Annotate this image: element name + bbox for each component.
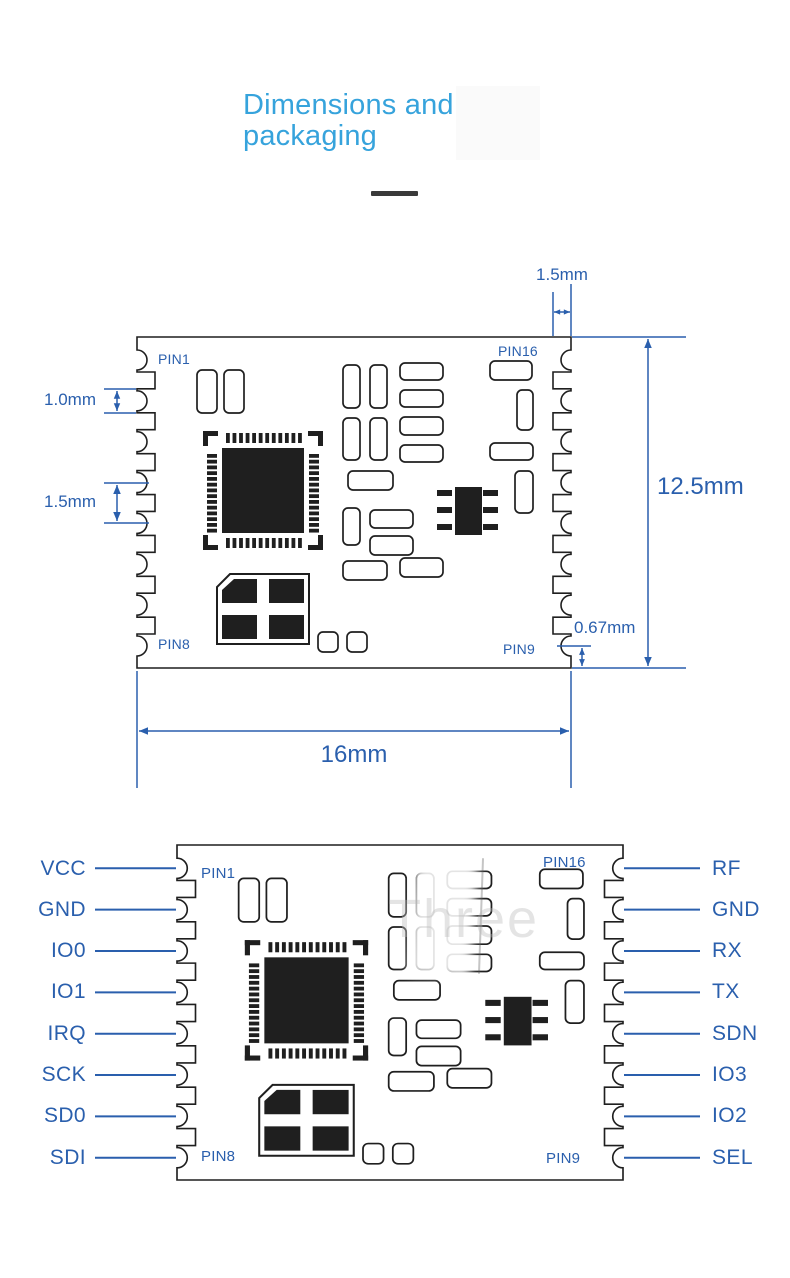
faint-background-artifact: [456, 86, 540, 160]
top-module-pin16-label: PIN16: [498, 343, 538, 359]
bottom-module-pin16-label: PIN16: [543, 854, 586, 871]
pin-label-tx: TX: [712, 980, 740, 1003]
pin-label-irq: IRQ: [47, 1022, 86, 1045]
dim-top-pad-inset-label: 1.5mm: [536, 265, 588, 284]
top-module-pin8-label: PIN8: [158, 636, 190, 652]
top-module-pin9-label: PIN9: [503, 641, 535, 657]
top-module-pin1-label: PIN1: [158, 351, 190, 367]
dim-pad-pitch-label: 1.5mm: [44, 492, 96, 511]
pin-label-sdi: SDI: [49, 1146, 86, 1169]
pin-label-vcc: VCC: [40, 857, 86, 880]
pin-label-gnd-left: GND: [38, 898, 86, 921]
pin-label-sdn: SDN: [712, 1022, 758, 1045]
pin-label-rf: RF: [712, 857, 741, 880]
dim-pad-height-label: 1.0mm: [44, 390, 96, 409]
bottom-module-pin9-label: PIN9: [546, 1150, 581, 1167]
pin-label-sel: SEL: [712, 1146, 753, 1169]
pin-label-io1: IO1: [50, 980, 86, 1003]
pin-label-sd0: SD0: [43, 1104, 86, 1127]
dim-module-width-label: 16mm: [320, 741, 388, 768]
bottom-module-pin1-label: PIN1: [201, 865, 236, 882]
pin-label-gnd-right: GND: [712, 898, 760, 921]
watermark: Three: [388, 889, 540, 949]
page-title: Dimensions and packaging: [243, 89, 454, 152]
pin-label-io2: IO2: [712, 1104, 748, 1127]
dim-bottom-pad-offset-label: 0.67mm: [574, 618, 636, 637]
dim-module-height-label: 12.5mm: [657, 473, 744, 500]
bottom-module-pin8-label: PIN8: [201, 1148, 236, 1165]
pin-label-io0: IO0: [50, 939, 86, 962]
pin-label-sck: SCK: [41, 1063, 86, 1086]
pin-label-rx: RX: [712, 939, 742, 962]
pin-label-io3: IO3: [712, 1063, 748, 1086]
title-underline-dash: [371, 191, 418, 196]
